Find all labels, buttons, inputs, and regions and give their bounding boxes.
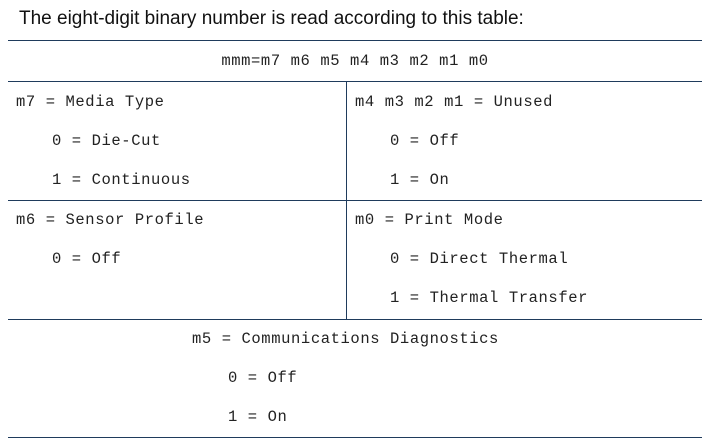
row-rule-3 xyxy=(8,319,702,320)
intro-text: The eight-digit binary number is read ac… xyxy=(19,8,524,29)
table-top-rule xyxy=(8,40,702,41)
row-rule-1 xyxy=(8,81,702,82)
table-header: mmm=m7 m6 m5 m4 m3 m2 m1 m0 xyxy=(221,52,489,70)
cell-m5-title: m5 = Communications Diagnostics xyxy=(192,330,499,348)
cell-m7-option: 0 = Die-Cut xyxy=(52,132,161,150)
cell-m6-option: 0 = Off xyxy=(52,250,122,268)
cell-m4m1-option: 1 = On xyxy=(390,171,450,189)
cell-m7-option: 1 = Continuous xyxy=(52,171,191,189)
cell-m0-option: 1 = Thermal Transfer xyxy=(390,289,589,307)
column-divider-2 xyxy=(346,200,347,319)
cell-m4m1-option: 0 = Off xyxy=(390,132,460,150)
cell-m5-option: 1 = On xyxy=(228,408,288,426)
table-bottom-rule xyxy=(8,437,702,438)
cell-m4m1-title: m4 m3 m2 m1 = Unused xyxy=(355,93,554,111)
cell-m0-title: m0 = Print Mode xyxy=(355,211,504,229)
cell-m0-option: 0 = Direct Thermal xyxy=(390,250,569,268)
row-rule-2 xyxy=(8,200,702,201)
cell-m6-title: m6 = Sensor Profile xyxy=(16,211,205,229)
cell-m5-option: 0 = Off xyxy=(228,369,298,387)
column-divider-1 xyxy=(346,81,347,200)
cell-m7-title: m7 = Media Type xyxy=(16,93,165,111)
